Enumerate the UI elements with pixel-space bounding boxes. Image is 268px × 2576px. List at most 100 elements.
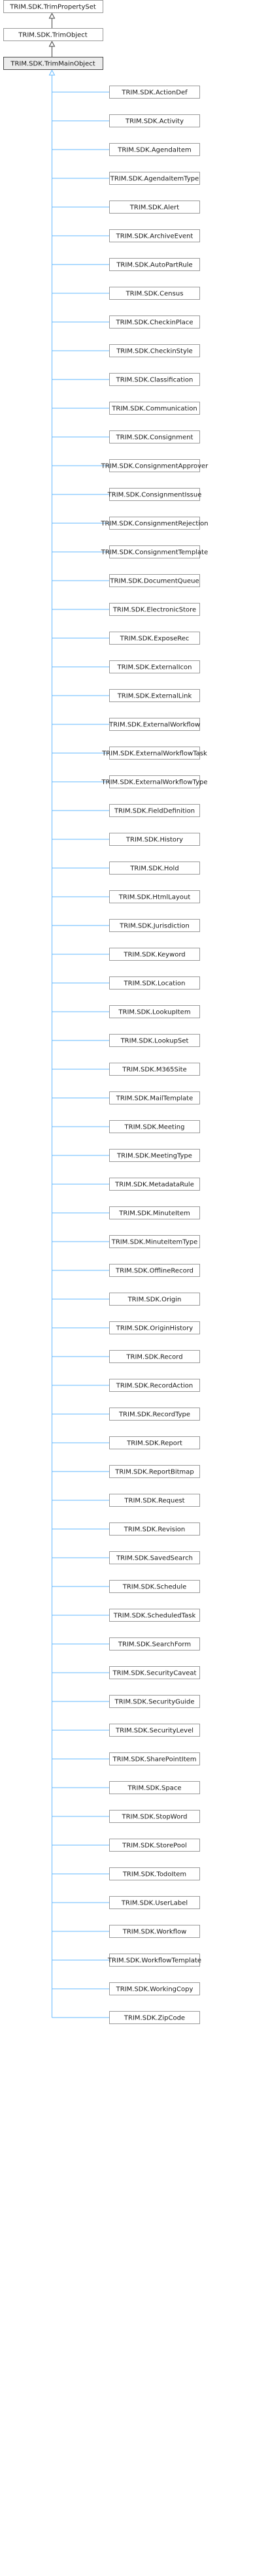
node-electronicstore[interactable]: TRIM.SDK.ElectronicStore <box>109 603 200 616</box>
node-alert[interactable]: TRIM.SDK.Alert <box>109 201 200 214</box>
node-m365site[interactable]: TRIM.SDK.M365Site <box>109 1063 200 1076</box>
node-lookupitem[interactable]: TRIM.SDK.LookupItem <box>109 1005 200 1018</box>
node-label: TRIM.SDK.SharePointItem <box>112 1756 196 1763</box>
node-label: TRIM.SDK.OriginHistory <box>116 1325 193 1332</box>
node-record[interactable]: TRIM.SDK.Record <box>109 1350 200 1363</box>
node-recordtype[interactable]: TRIM.SDK.RecordType <box>109 1408 200 1421</box>
node-externalworkflow[interactable]: TRIM.SDK.ExternalWorkflow <box>109 718 200 731</box>
node-label: TRIM.SDK.M365Site <box>122 1067 187 1074</box>
node-reportbitmap[interactable]: TRIM.SDK.ReportBitmap <box>109 1465 200 1478</box>
node-hold[interactable]: TRIM.SDK.Hold <box>109 861 200 875</box>
node-todoitem[interactable]: TRIM.SDK.TodoItem <box>109 1867 200 1880</box>
node-checkinplace[interactable]: TRIM.SDK.CheckinPlace <box>109 315 200 329</box>
node-label: TRIM.SDK.DocumentQueue <box>109 578 199 585</box>
node-mailtemplate[interactable]: TRIM.SDK.MailTemplate <box>109 1091 200 1104</box>
node-securitycaveat[interactable]: TRIM.SDK.SecurityCaveat <box>109 1666 200 1679</box>
node-label: TRIM.SDK.ZipCode <box>124 2015 185 2022</box>
node-externalworkflowtask[interactable]: TRIM.SDK.ExternalWorkflowTask <box>101 747 207 760</box>
node-scheduledtask[interactable]: TRIM.SDK.ScheduledTask <box>109 1609 200 1622</box>
node-label: TRIM.SDK.ExternalWorkflowTask <box>101 750 207 758</box>
node-label: TRIM.SDK.FieldDefinition <box>114 808 195 815</box>
node-label: TRIM.SDK.Location <box>124 980 186 988</box>
node-label: TRIM.SDK.ArchiveEvent <box>116 233 193 240</box>
node-actiondef[interactable]: TRIM.SDK.ActionDef <box>109 86 200 99</box>
node-label: TRIM.SDK.ScheduledTask <box>113 1613 196 1620</box>
node-workflowtemplate[interactable]: TRIM.SDK.WorkflowTemplate <box>107 1954 201 1967</box>
node-location[interactable]: TRIM.SDK.Location <box>109 976 200 990</box>
node-workflow[interactable]: TRIM.SDK.Workflow <box>109 1925 200 1938</box>
node-htmllayout[interactable]: TRIM.SDK.HtmlLayout <box>109 890 200 903</box>
node-externalworkflowtype[interactable]: TRIM.SDK.ExternalWorkflowType <box>101 775 208 788</box>
node-checkinstyle[interactable]: TRIM.SDK.CheckinStyle <box>109 344 200 357</box>
node-autopartrule[interactable]: TRIM.SDK.AutoPartRule <box>109 258 200 271</box>
node-meeting[interactable]: TRIM.SDK.Meeting <box>109 1120 200 1133</box>
node-label: TRIM.SDK.Activity <box>125 118 184 125</box>
node-space[interactable]: TRIM.SDK.Space <box>109 1781 200 1794</box>
node-metadatarule[interactable]: TRIM.SDK.MetadataRule <box>109 1178 200 1191</box>
node-keyword[interactable]: TRIM.SDK.Keyword <box>109 948 200 961</box>
node-classification[interactable]: TRIM.SDK.Classification <box>109 373 200 386</box>
node-recordaction[interactable]: TRIM.SDK.RecordAction <box>109 1379 200 1392</box>
node-lookupset[interactable]: TRIM.SDK.LookupSet <box>109 1034 200 1047</box>
node-externallink[interactable]: TRIM.SDK.ExternalLink <box>109 689 200 702</box>
node-label: TRIM.SDK.Revision <box>124 1526 185 1534</box>
node-storepool[interactable]: TRIM.SDK.StorePool <box>109 1839 200 1852</box>
node-communication[interactable]: TRIM.SDK.Communication <box>109 402 200 415</box>
node-label: TRIM.SDK.Classification <box>116 377 193 384</box>
node-schedule[interactable]: TRIM.SDK.Schedule <box>109 1580 200 1593</box>
node-label: TRIM.SDK.TrimObject <box>18 32 88 39</box>
node-consignmentapprover[interactable]: TRIM.SDK.ConsignmentApprover <box>101 459 209 472</box>
node-report[interactable]: TRIM.SDK.Report <box>109 1436 200 1449</box>
node-consignmentissue[interactable]: TRIM.SDK.ConsignmentIssue <box>107 488 202 501</box>
node-agendaitemtype[interactable]: TRIM.SDK.AgendaItemType <box>109 172 200 185</box>
node-trimpropertyset[interactable]: TRIM.SDK.TrimPropertySet <box>3 0 103 13</box>
node-originhistory[interactable]: TRIM.SDK.OriginHistory <box>109 1321 200 1334</box>
node-history[interactable]: TRIM.SDK.History <box>109 833 200 846</box>
node-workingcopy[interactable]: TRIM.SDK.WorkingCopy <box>109 1982 200 1995</box>
node-consignment[interactable]: TRIM.SDK.Consignment <box>109 430 200 443</box>
node-label: TRIM.SDK.LookupSet <box>120 1038 189 1045</box>
node-trimmainobject-current: TRIM.SDK.TrimMainObject <box>3 57 103 70</box>
node-offlinerecord[interactable]: TRIM.SDK.OfflineRecord <box>109 1264 200 1277</box>
node-consignmenttemplate[interactable]: TRIM.SDK.ConsignmentTemplate <box>101 545 209 558</box>
node-securityguide[interactable]: TRIM.SDK.SecurityGuide <box>109 1695 200 1708</box>
node-documentqueue[interactable]: TRIM.SDK.DocumentQueue <box>109 574 200 587</box>
node-jurisdiction[interactable]: TRIM.SDK.Jurisdiction <box>109 919 200 932</box>
node-securitylevel[interactable]: TRIM.SDK.SecurityLevel <box>109 1724 200 1737</box>
node-label: TRIM.SDK.Space <box>127 1785 181 1792</box>
node-archiveevent[interactable]: TRIM.SDK.ArchiveEvent <box>109 229 200 242</box>
node-request[interactable]: TRIM.SDK.Request <box>109 1494 200 1507</box>
node-label: TRIM.SDK.StopWord <box>121 1814 187 1821</box>
node-label: TRIM.SDK.SecurityLevel <box>115 1728 193 1735</box>
node-trimobject[interactable]: TRIM.SDK.TrimObject <box>3 28 103 41</box>
node-label: TRIM.SDK.Origin <box>127 1296 182 1304</box>
node-userlabel[interactable]: TRIM.SDK.UserLabel <box>109 1896 200 1909</box>
node-census[interactable]: TRIM.SDK.Census <box>109 287 200 300</box>
node-fielddefinition[interactable]: TRIM.SDK.FieldDefinition <box>109 804 200 817</box>
node-stopword[interactable]: TRIM.SDK.StopWord <box>109 1810 200 1823</box>
node-minuteitemtype[interactable]: TRIM.SDK.MinuteItemType <box>109 1235 200 1248</box>
node-label: TRIM.SDK.SearchForm <box>118 1641 191 1649</box>
node-label: TRIM.SDK.ExposeRec <box>120 636 190 643</box>
node-label: TRIM.SDK.LookupItem <box>118 1009 190 1016</box>
node-exposerec[interactable]: TRIM.SDK.ExposeRec <box>109 632 200 645</box>
node-minuteitem[interactable]: TRIM.SDK.MinuteItem <box>109 1206 200 1219</box>
node-label: TRIM.SDK.MinuteItem <box>118 1210 190 1217</box>
node-externalicon[interactable]: TRIM.SDK.ExternalIcon <box>109 660 200 673</box>
node-activity[interactable]: TRIM.SDK.Activity <box>109 114 200 127</box>
node-label: TRIM.SDK.Hold <box>129 865 178 873</box>
node-searchform[interactable]: TRIM.SDK.SearchForm <box>109 1637 200 1650</box>
node-origin[interactable]: TRIM.SDK.Origin <box>109 1293 200 1306</box>
node-sharepointitem[interactable]: TRIM.SDK.SharePointItem <box>109 1752 200 1765</box>
node-meetingtype[interactable]: TRIM.SDK.MeetingType <box>109 1149 200 1162</box>
node-label: TRIM.SDK.ReportBitmap <box>114 1469 194 1476</box>
node-revision[interactable]: TRIM.SDK.Revision <box>109 1522 200 1536</box>
node-label: TRIM.SDK.MeetingType <box>116 1153 192 1160</box>
node-consignmentrejection[interactable]: TRIM.SDK.ConsignmentRejection <box>100 517 209 530</box>
node-label: TRIM.SDK.ElectronicStore <box>112 607 196 614</box>
node-zipcode[interactable]: TRIM.SDK.ZipCode <box>109 2011 200 2024</box>
node-savedsearch[interactable]: TRIM.SDK.SavedSearch <box>109 1551 200 1564</box>
node-agendaitem[interactable]: TRIM.SDK.AgendaItem <box>109 143 200 156</box>
node-label: TRIM.SDK.Jurisdiction <box>119 923 190 930</box>
